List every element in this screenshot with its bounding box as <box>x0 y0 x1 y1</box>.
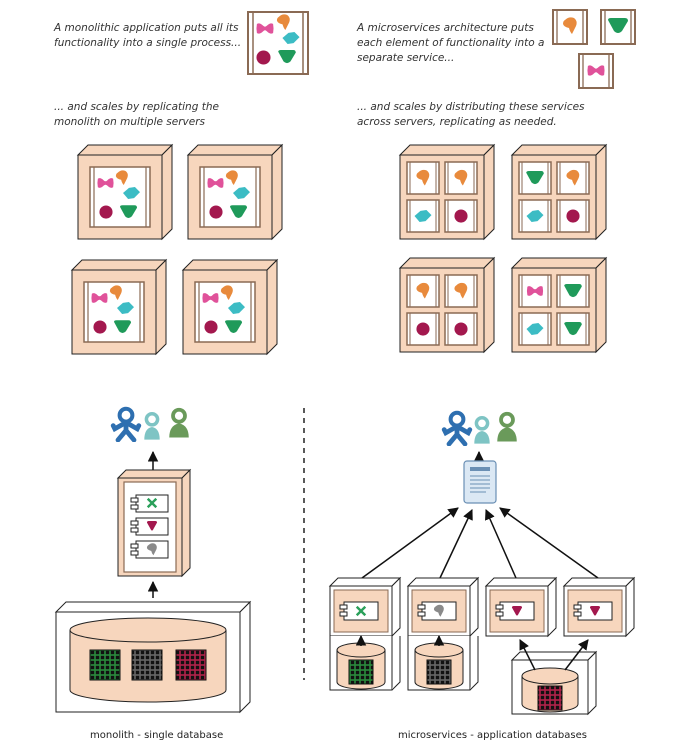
user-icon <box>497 414 517 442</box>
service-arrows <box>361 507 599 579</box>
microservice-server-grid <box>398 143 608 354</box>
maroon-shape-icon <box>204 320 218 334</box>
user-icon <box>444 413 470 444</box>
data-grid <box>348 659 374 685</box>
microservice-server <box>398 256 496 354</box>
microservices-caption-line-2: each element of functionality into a <box>357 37 545 49</box>
monolith-database-label: monolith - single database <box>90 730 224 741</box>
maroon-shape-icon <box>454 209 468 223</box>
arrow <box>564 639 589 671</box>
database-cylinder <box>336 642 386 690</box>
orange-service-icon <box>552 9 588 45</box>
microservices-caption-line-1: A microservices architecture puts <box>357 22 534 34</box>
maroon-shape-icon <box>209 205 223 219</box>
microservices-caption-line-3: separate service... <box>357 52 455 64</box>
microservices-caption: A microservices architecture puts each e… <box>357 21 544 66</box>
monolith-process-icon <box>247 11 309 75</box>
monolith-app-server <box>116 468 192 578</box>
arrow <box>519 639 536 671</box>
red-data-grid <box>175 649 207 681</box>
microservice-heart <box>484 576 558 638</box>
database-cylinder <box>414 642 464 690</box>
monolith-server-grid <box>70 143 284 356</box>
shared-database-server <box>510 650 598 716</box>
microservices-scaling-caption-line-1: ... and scales by distributing these ser… <box>357 101 585 113</box>
gateway-document-icon <box>463 460 497 504</box>
maroon-shape-icon <box>99 205 113 219</box>
user-icon <box>113 409 139 440</box>
monolith-server <box>181 258 279 356</box>
monolith-server <box>70 258 168 356</box>
component-x <box>130 494 169 513</box>
microservices-scaling-caption: ... and scales by distributing these ser… <box>357 100 585 130</box>
monolith-caption-line-2: functionality into a single process... <box>54 37 242 49</box>
gray-data-grid <box>131 649 163 681</box>
microservice-server <box>510 256 608 354</box>
microservices-scaling-caption-line-2: across servers, replicating as needed. <box>357 116 557 128</box>
monolith-caption-line-1: A monolithic application puts all its <box>54 22 239 34</box>
user-icon <box>472 415 492 446</box>
user-icon <box>142 411 162 442</box>
monolith-caption: A monolithic application puts all its fu… <box>54 21 241 51</box>
microservice-database-servers <box>328 576 636 716</box>
pink-service-icon <box>578 53 614 89</box>
maroon-shape-icon <box>454 322 468 336</box>
maroon-shape-icon <box>566 209 580 223</box>
microservice-icons <box>552 9 636 89</box>
component-heart <box>130 517 169 536</box>
microservice-server <box>398 143 496 241</box>
maroon-shape-icon <box>416 322 430 336</box>
monolith-server <box>76 143 174 241</box>
microservice-gray <box>406 576 480 691</box>
monolith-server <box>186 143 284 241</box>
microservices-database-label: microservices - application databases <box>398 730 587 741</box>
microservice-x <box>328 576 402 691</box>
user-icon <box>169 410 189 438</box>
monolith-database-server <box>54 600 252 714</box>
microservice-heart <box>562 576 636 638</box>
maroon-shape-icon <box>93 320 107 334</box>
green-data-grid <box>89 649 121 681</box>
microservices-users <box>444 413 517 444</box>
data-grid <box>537 685 563 711</box>
data-grid <box>426 659 452 685</box>
green-service-icon <box>600 9 636 45</box>
component-gray <box>130 540 169 559</box>
monolith-scaling-caption-line-1: ... and scales by replicating the <box>54 101 219 113</box>
database-cylinder <box>521 667 579 713</box>
monolith-users <box>113 409 189 440</box>
microservice-server <box>510 143 608 241</box>
monolith-scaling-caption: ... and scales by replicating the monoli… <box>54 100 219 130</box>
monolith-scaling-caption-line-2: monolith on multiple servers <box>54 116 206 128</box>
